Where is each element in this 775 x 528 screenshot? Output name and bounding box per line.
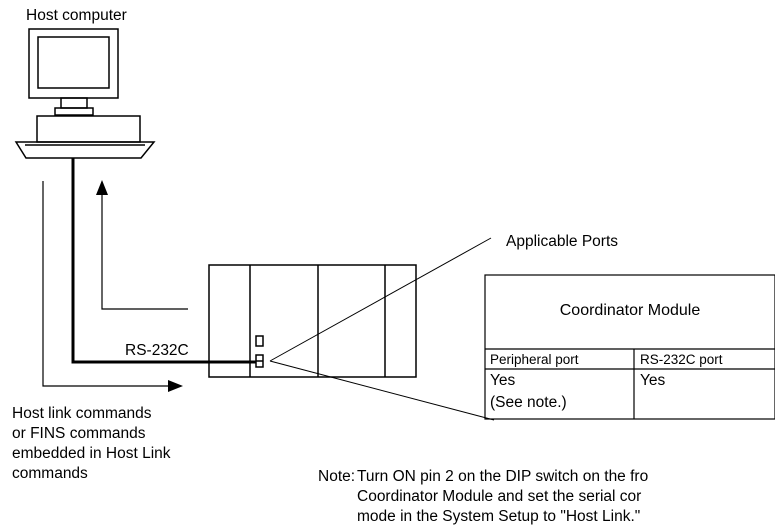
commands-line: commands xyxy=(12,465,88,482)
applicable-ports-label: Applicable Ports xyxy=(506,233,619,250)
commands-line: or FINS commands xyxy=(12,425,146,442)
table-title: Coordinator Module xyxy=(559,302,701,319)
ports-table xyxy=(484,274,775,420)
rs232c-label: RS-232C xyxy=(125,342,189,359)
callout-lines xyxy=(269,237,495,421)
response-arrow xyxy=(96,180,188,310)
table-header-rs232c: RS-232C port xyxy=(640,352,723,367)
footnote-line: mode in the System Setup to "Host Link." xyxy=(357,508,641,525)
rs232c-cable xyxy=(71,158,256,364)
host-computer-label: Host computer xyxy=(26,7,127,24)
command-arrow xyxy=(42,181,183,392)
table-cell-note-ref: (See note.) xyxy=(490,394,567,411)
host-computer-icon xyxy=(14,28,156,159)
footnote-line: Coordinator Module and set the serial co… xyxy=(357,488,642,505)
footnote-line: Turn ON pin 2 on the DIP switch on the f… xyxy=(357,468,649,485)
plc-rack xyxy=(208,264,417,378)
commands-line: embedded in Host Link xyxy=(12,445,171,462)
table-cell-rs232c-value: Yes xyxy=(640,372,666,389)
footnote-prefix: Note: xyxy=(318,468,356,485)
commands-line: Host link commands xyxy=(12,405,152,422)
table-header-peripheral: Peripheral port xyxy=(490,352,579,367)
peripheral-port xyxy=(255,335,264,347)
table-cell-peripheral-value: Yes xyxy=(490,372,516,389)
